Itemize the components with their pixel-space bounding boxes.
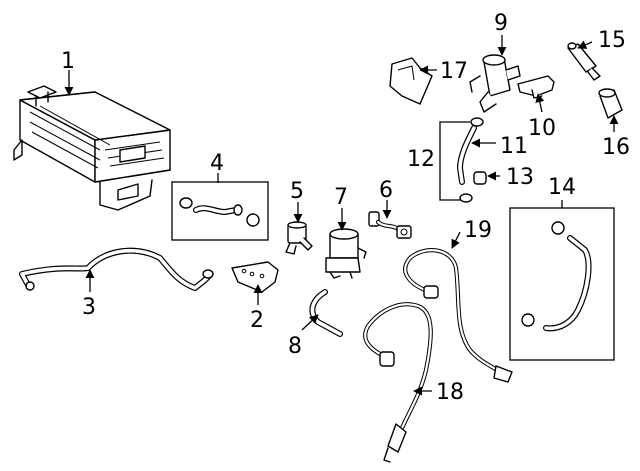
- part-1-canister[interactable]: [13, 85, 171, 211]
- callout-13: 13: [506, 165, 534, 190]
- part-19-o2-sensor[interactable]: [403, 248, 513, 383]
- callout-4: 4: [210, 151, 224, 176]
- part-9-pump[interactable]: [469, 54, 521, 113]
- part-17-bracket[interactable]: [389, 57, 433, 105]
- part-8-hose[interactable]: [309, 289, 343, 337]
- callout-10: 10: [528, 116, 556, 141]
- callout-18: 18: [436, 380, 464, 405]
- callout-5: 5: [290, 179, 304, 204]
- part-10-connector[interactable]: [517, 75, 555, 99]
- part-3-hose[interactable]: [19, 247, 214, 291]
- part-2-bracket[interactable]: [231, 261, 279, 293]
- callout-12: 12: [407, 147, 435, 172]
- callout-14: 14: [548, 175, 576, 200]
- part-18-o2-sensor[interactable]: [363, 302, 433, 463]
- callout-2: 2: [250, 308, 264, 333]
- part-7-solenoid[interactable]: [325, 228, 367, 279]
- part-15-fitting[interactable]: [567, 42, 601, 81]
- part-16-cap[interactable]: [598, 88, 623, 119]
- callout-16: 16: [602, 135, 630, 160]
- part-14-hose-assembly[interactable]: [509, 207, 615, 361]
- part-13-clip[interactable]: [473, 171, 487, 185]
- callout-11: 11: [500, 134, 528, 159]
- callout-15: 15: [598, 28, 626, 53]
- callout-1: 1: [61, 49, 75, 74]
- leader-lines: [64, 35, 619, 396]
- callout-labels: 1 2 3 4 5 6 7 8 9 10 11 12 13 14 15 16 1…: [61, 11, 630, 405]
- callout-8: 8: [288, 334, 302, 359]
- callout-17: 17: [440, 59, 468, 84]
- part-5-valve[interactable]: [285, 221, 313, 255]
- callout-7: 7: [334, 185, 348, 210]
- part-6-sensor[interactable]: [368, 211, 412, 239]
- callout-9: 9: [494, 11, 508, 36]
- callout-6: 6: [379, 178, 393, 203]
- callout-3: 3: [82, 295, 96, 320]
- part-4-hose-kit[interactable]: [171, 181, 269, 241]
- callout-19: 19: [464, 218, 492, 243]
- part-12-clamp-group[interactable]: [439, 117, 484, 203]
- part-11-hose[interactable]: [457, 125, 477, 185]
